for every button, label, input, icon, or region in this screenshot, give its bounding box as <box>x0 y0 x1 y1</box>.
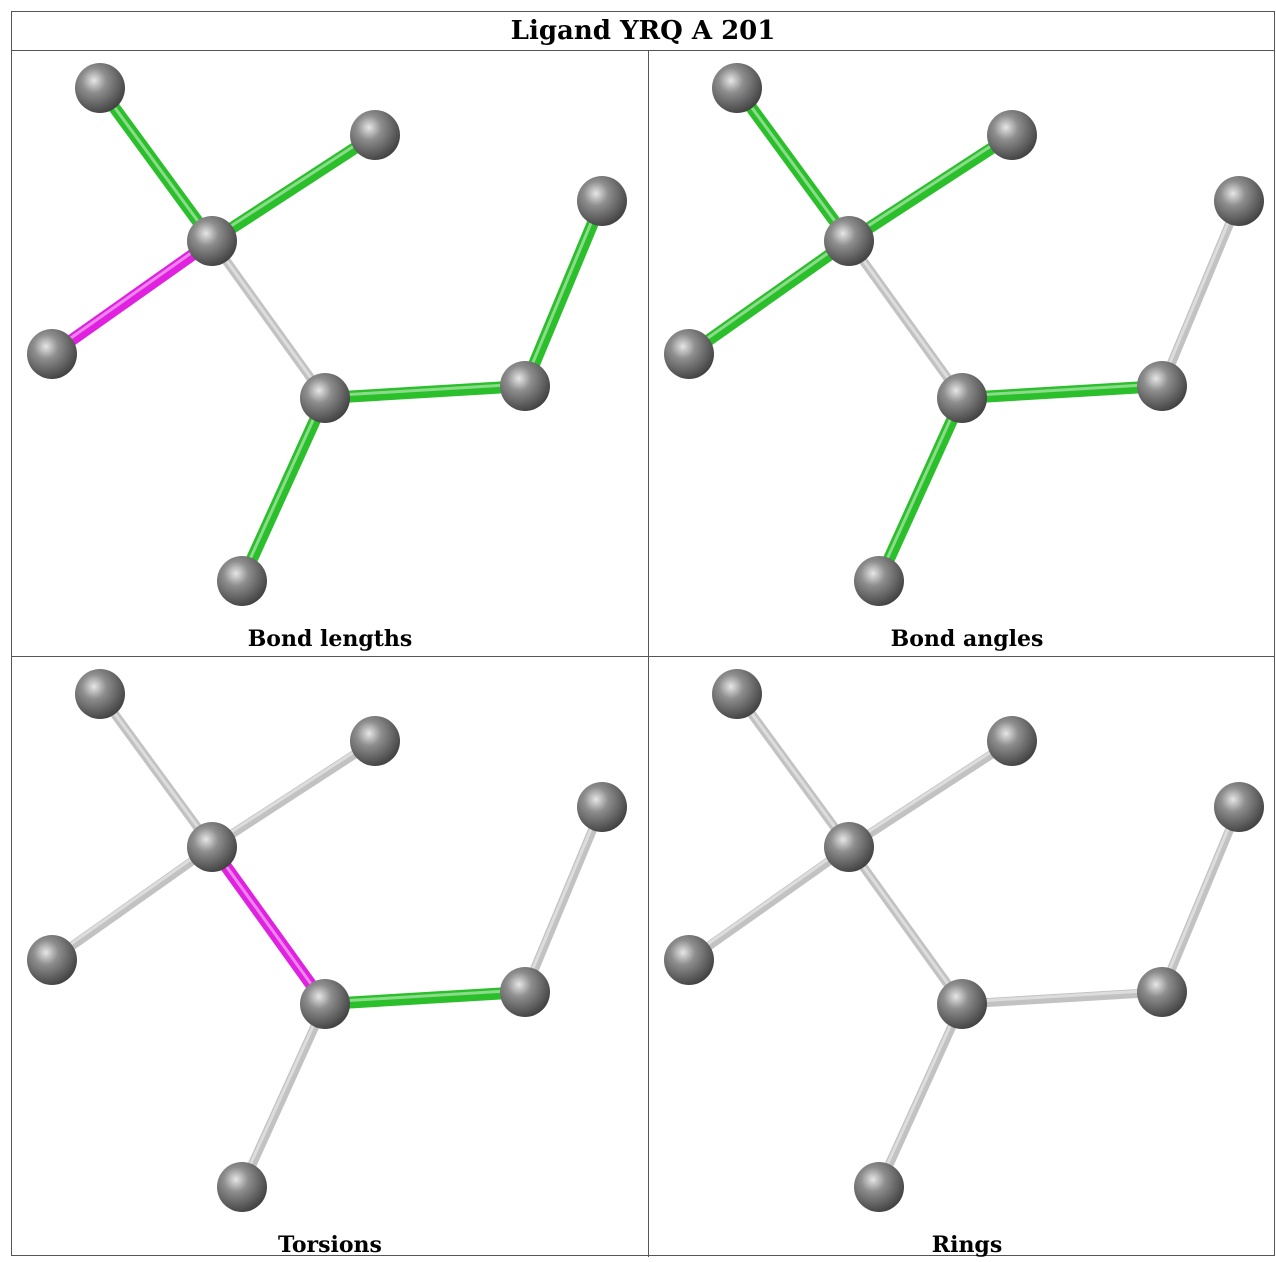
atom <box>854 556 904 606</box>
atom <box>664 935 714 985</box>
bond <box>206 129 381 247</box>
panel-torsions: Torsions <box>12 657 648 1262</box>
atom <box>217 1162 267 1212</box>
molecule-view <box>27 63 627 606</box>
atom <box>1214 176 1264 226</box>
atom <box>300 373 350 423</box>
bond <box>874 999 967 1192</box>
bond <box>319 986 531 1010</box>
panel-caption: Rings <box>931 1232 1003 1258</box>
panel-bond-angles: Bond angles <box>649 51 1276 656</box>
panel-bond-lengths: Bond lengths <box>12 51 648 656</box>
atom <box>500 361 550 411</box>
atom <box>300 979 350 1029</box>
atom <box>987 110 1037 160</box>
molecule-view <box>664 669 1264 1212</box>
atom <box>27 329 77 379</box>
bond <box>844 236 967 403</box>
bond <box>957 987 1167 1009</box>
figure-title: Ligand YRQ A 201 <box>12 12 1274 51</box>
atom <box>854 1162 904 1212</box>
atom <box>824 822 874 872</box>
panel-caption: Bond angles <box>890 626 1044 652</box>
bond <box>956 380 1168 404</box>
bond <box>1157 802 1244 997</box>
bond <box>47 842 217 965</box>
bond <box>844 736 1017 852</box>
atom <box>27 935 77 985</box>
horizontal-divider <box>12 656 1274 657</box>
bond <box>843 129 1018 247</box>
atom <box>75 63 125 113</box>
bond <box>319 380 531 404</box>
atom <box>824 216 874 266</box>
atom <box>712 669 762 719</box>
atom <box>712 63 762 113</box>
bond <box>206 841 331 1010</box>
atom <box>1137 361 1187 411</box>
atom <box>577 782 627 832</box>
atom <box>1214 782 1264 832</box>
ligand-figure: Ligand YRQ A 201 Bond lengths Bond angle… <box>11 11 1276 1258</box>
vertical-divider <box>648 50 649 1257</box>
bond <box>844 842 967 1009</box>
bond <box>207 736 380 852</box>
atom <box>577 176 627 226</box>
bond <box>683 235 855 360</box>
atom <box>75 669 125 719</box>
atom <box>187 822 237 872</box>
bond <box>237 999 330 1192</box>
atom <box>937 373 987 423</box>
atom <box>500 967 550 1017</box>
atom <box>350 716 400 766</box>
bond <box>236 392 331 587</box>
panel-caption: Bond lengths <box>247 626 413 652</box>
atom <box>987 716 1037 766</box>
panel-rings: Rings <box>649 657 1276 1262</box>
bond <box>873 392 968 587</box>
bond <box>95 689 217 852</box>
bond <box>732 689 854 852</box>
molecule-view <box>27 669 627 1212</box>
bond <box>684 842 854 965</box>
atom <box>664 329 714 379</box>
bond <box>1157 196 1244 391</box>
bond <box>731 82 855 247</box>
bond <box>207 236 330 403</box>
atom <box>187 216 237 266</box>
atom <box>350 110 400 160</box>
bond <box>520 802 607 997</box>
atom <box>937 979 987 1029</box>
molecule-view <box>664 63 1264 606</box>
bond <box>46 235 218 360</box>
atom <box>217 556 267 606</box>
panel-caption: Torsions <box>278 1232 382 1258</box>
atom <box>1137 967 1187 1017</box>
bond <box>519 195 608 392</box>
bond <box>94 82 218 247</box>
